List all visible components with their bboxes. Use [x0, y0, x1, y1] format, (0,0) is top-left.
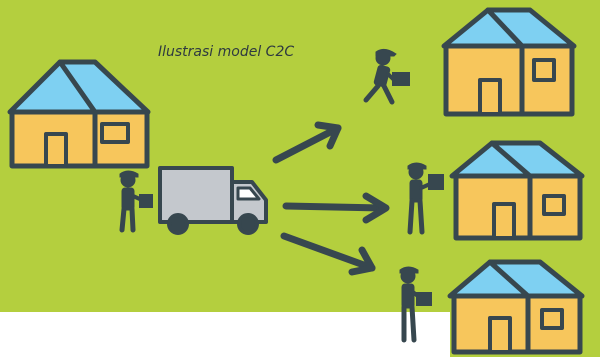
courier-icon	[363, 48, 397, 105]
illustration-caption: Ilustrasi model C2C	[158, 44, 295, 60]
parcel-icon	[392, 72, 410, 86]
parcel-icon	[428, 174, 444, 190]
courier-icon	[407, 162, 432, 235]
arrow-icon	[272, 121, 342, 164]
white-strip	[0, 312, 450, 357]
seller-house-icon	[7, 59, 151, 169]
parcel-icon	[139, 194, 153, 208]
courier-icon	[119, 170, 144, 233]
arrow-icon	[280, 232, 376, 276]
arrow-icon	[282, 192, 390, 224]
truck-icon	[158, 166, 268, 235]
parcel-icon	[416, 292, 432, 306]
buyer-house-icon	[449, 140, 585, 241]
buyer-house-icon	[441, 7, 577, 117]
buyer-house-icon	[447, 259, 585, 355]
